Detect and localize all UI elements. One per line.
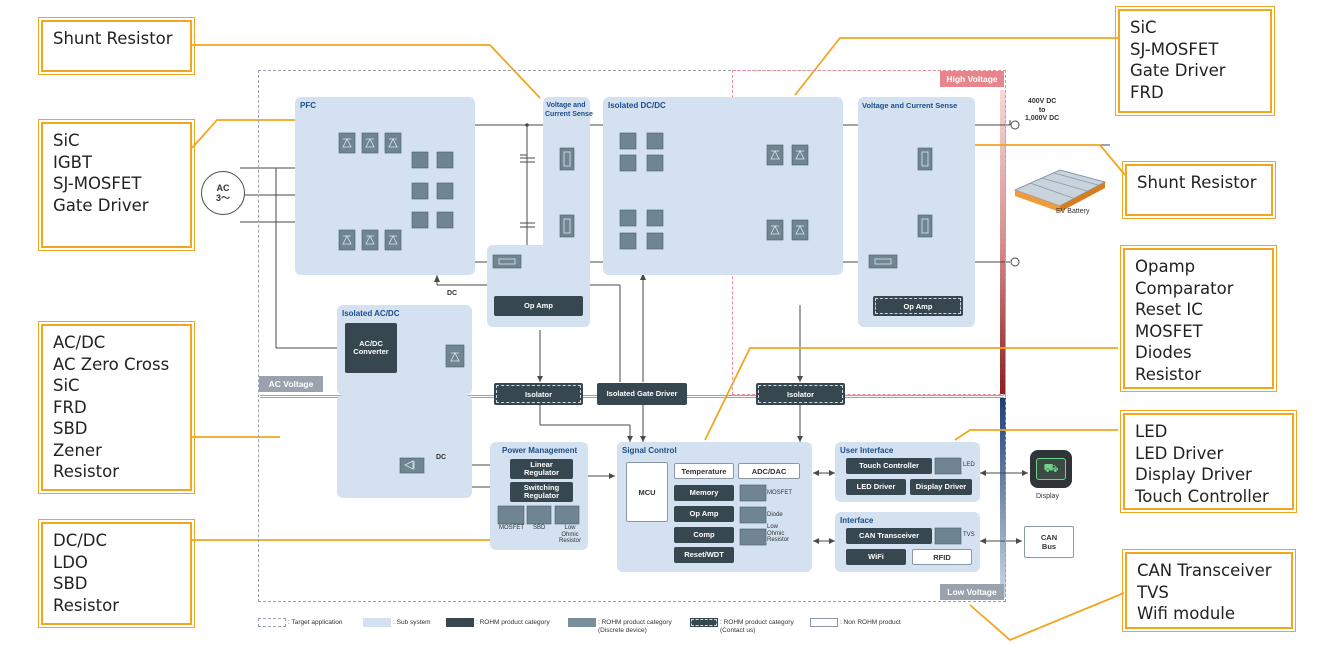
voltage-current-sense-right-subsystem [858,97,975,327]
comp-block: Comp [674,527,734,543]
display-icon: ⛟ [1030,450,1072,488]
touch-controller-block: Touch Controller [846,458,932,474]
isolated-acdc-title: Isolated AC/DC [342,309,400,318]
voltage-current-sense-right-title: Voltage and Current Sense [862,101,958,110]
mosfet-sc-label: MOSFET [767,490,792,496]
dc-bottom-label: DC [436,454,447,461]
tvs-label: TVS [963,532,975,538]
legend-rohm-contact-swatch [690,618,718,627]
op-amp-right-block: Op Amp [873,296,963,316]
legend-rohm-product-swatch [446,618,474,627]
power-management-title: Power Management [502,446,578,455]
diode-sc-label: Diode [767,512,783,518]
legend-rohm-product: : ROHM product category [476,619,550,626]
isolated-dcdc-title: Isolated DC/DC [608,101,666,110]
interface-title: Interface [840,516,874,525]
legend-non-rohm: : Non ROHM product [840,619,901,626]
isolator-right-block: Isolator [756,383,845,405]
legend-rohm-discrete: : ROHM product category(Discrete device) [598,619,672,634]
legend-sub-system-swatch [363,618,391,627]
reset-wdt-block: Reset/WDT [674,547,734,563]
display-label: Display [1036,493,1059,500]
legend-sub-system: : Sub system [393,619,431,626]
ev-battery-icon [1013,169,1107,212]
mosfet-pm-label: MOSFET [499,525,524,531]
legend-target-application-swatch [258,618,286,627]
dc-top-label: DC [447,290,458,297]
ac-voltage-tag: AC Voltage [259,376,323,392]
op-amp-left-block: Op Amp [494,296,583,316]
legend-target-application: : Target application [288,619,343,626]
isolated-gate-driver-block: Isolated Gate Driver [597,383,687,405]
wifi-block: WiFi [846,549,906,565]
can-transceiver-block: CAN Transceiver [846,528,932,544]
legend-rohm-contact: : ROHM product category(Contact us) [720,619,794,634]
led-driver-block: LED Driver [846,479,906,495]
callout-shunt-resistor-right: Shunt Resistor [1122,161,1276,219]
adc-dac-block: ADC/DAC [738,463,800,479]
pfc-title: PFC [300,101,316,110]
temperature-block: Temperature [674,463,734,479]
isolated-acdc-lower [337,395,472,498]
signal-control-title: Signal Control [622,446,677,455]
op-amp-signal-block: Op Amp [674,506,734,522]
callout-shunt-resistor-left: Shunt Resistor [38,17,195,75]
display-driver-block: Display Driver [910,479,972,495]
mcu-block: MCU [626,462,668,522]
isolator-left-block: Isolator [494,383,583,405]
legend-non-rohm-swatch [810,618,838,627]
isolated-dcdc-subsystem [603,97,843,275]
memory-block: Memory [674,485,734,501]
low-voltage-tag: Low Voltage [940,584,1004,600]
sbd-pm-label: SBD [533,525,546,531]
user-interface-title: User Interface [840,446,894,455]
ev-battery-label: EV Battery [1056,208,1090,215]
rfid-block: RFID [912,549,972,565]
led-label: LED [963,462,975,468]
high-voltage-tag: High Voltage [940,71,1004,87]
legend-rohm-discrete-swatch [568,618,596,627]
